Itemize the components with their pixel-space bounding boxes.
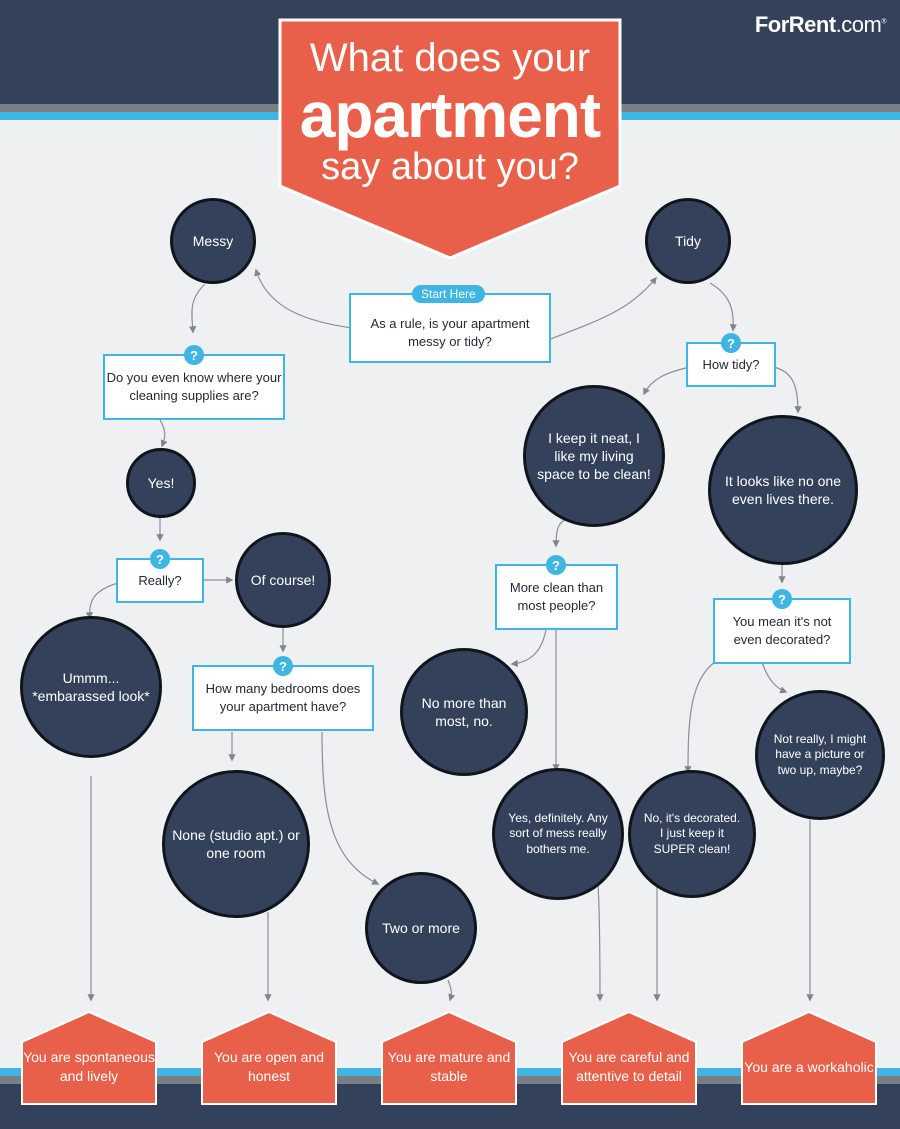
question-mark-icon: ? — [184, 345, 204, 365]
result-spontaneous: You are spontaneous and lively — [23, 1018, 155, 1102]
supplies-question-box: Do you even know where your cleaning sup… — [103, 354, 285, 420]
of-course-label: Of course! — [250, 571, 316, 588]
tidy-node: Tidy — [645, 198, 731, 284]
connector-moreclean-nomore — [510, 629, 547, 668]
result-careful: You are careful and attentive to detail — [563, 1018, 695, 1102]
two-or-more-label: Two or more — [382, 919, 460, 936]
start-question-box: As a rule, is your apartment messy or ti… — [349, 293, 551, 363]
more-clean-question-box: More clean than most people? — [495, 564, 618, 630]
title-line-2: apartment — [299, 79, 601, 151]
yes-definitely-label: Yes, definitely. Any sort of mess really… — [508, 810, 608, 856]
of-course-node: Of course! — [235, 532, 331, 628]
messy-label: Messy — [192, 232, 234, 249]
result-text: You are open and honest — [213, 1049, 325, 1084]
connector-howtidy-keepneat — [643, 366, 691, 396]
connector-two-res3 — [447, 979, 456, 1002]
keep-neat-label: I keep it neat, I like my living space t… — [537, 429, 651, 483]
picture-label: Not really, I might have a picture or tw… — [773, 731, 867, 777]
keep-neat-node: I keep it neat, I like my living space t… — [523, 385, 665, 527]
decorated-label: No, it's decorated. I just keep it SUPER… — [643, 810, 741, 856]
no-one-lives-node: It looks like no one even lives there. — [708, 415, 858, 565]
no-one-lives-label: It looks like no one even lives there. — [725, 472, 841, 507]
connector-notdecorated-decorated — [684, 661, 716, 774]
title-line-1: What does your — [309, 36, 591, 80]
connector-bedrooms-two — [321, 731, 380, 885]
supplies-question-text: Do you even know where your cleaning sup… — [106, 370, 282, 403]
not-decorated-question-text: You mean it's not even decorated? — [732, 614, 832, 647]
connector-yesdef-res4 — [596, 883, 604, 1002]
logo-main: ForRent — [754, 12, 836, 37]
result-text: You are a workaholic — [744, 1058, 874, 1075]
result-mature-stable: You are mature and stable — [383, 1018, 515, 1102]
result-shape-5 — [741, 1010, 877, 1105]
none-studio-node: None (studio apt.) or one room — [162, 770, 310, 918]
two-or-more-node: Two or more — [365, 872, 477, 984]
title-banner-shape — [278, 18, 622, 260]
more-clean-question-text: More clean than most people? — [509, 580, 604, 613]
no-more-label: No more than most, no. — [421, 694, 507, 729]
connector-really-ummm — [85, 582, 119, 620]
result-shape-1 — [21, 1010, 157, 1105]
result-shape-3 — [381, 1010, 517, 1105]
question-mark-icon: ? — [273, 656, 293, 676]
really-question-text: Really? — [138, 572, 182, 588]
messy-node: Messy — [170, 198, 256, 284]
not-decorated-question-box: You mean it's not even decorated? — [713, 598, 851, 664]
connector-howtidy-nooneLives — [773, 366, 802, 414]
none-studio-label: None (studio apt.) or one room — [172, 826, 300, 861]
connector-supplies-yes — [159, 419, 168, 448]
connector-start-tidy — [547, 276, 657, 341]
connector-messy-supplies — [189, 283, 206, 334]
start-question-text: As a rule, is your apartment messy or ti… — [370, 316, 530, 349]
logo-domain: .com — [835, 12, 882, 37]
result-workaholic: You are a workaholic — [743, 1018, 875, 1102]
yes-node: Yes! — [126, 448, 196, 518]
tidy-label: Tidy — [675, 232, 701, 249]
yes-definitely-node: Yes, definitely. Any sort of mess really… — [492, 768, 624, 900]
result-shape-4 — [561, 1010, 697, 1105]
picture-node: Not really, I might have a picture or tw… — [755, 690, 885, 820]
decorated-node: No, it's decorated. I just keep it SUPER… — [628, 770, 756, 898]
result-open-honest: You are open and honest — [203, 1018, 335, 1102]
result-text: You are mature and stable — [387, 1049, 511, 1084]
start-here-tag: Start Here — [412, 285, 485, 303]
connector-tidy-howtidy — [709, 282, 737, 332]
question-mark-icon: ? — [150, 549, 170, 569]
bedrooms-question-text: How many bedrooms does your apartment ha… — [205, 681, 361, 714]
bedrooms-question-box: How many bedrooms does your apartment ha… — [192, 665, 374, 731]
connector-start-messy — [254, 268, 353, 329]
question-mark-icon: ? — [721, 333, 741, 353]
how-tidy-question-text: How tidy? — [702, 356, 760, 372]
result-text: You are spontaneous and lively — [23, 1049, 155, 1084]
forrent-logo[interactable]: ForRent.com® — [754, 12, 887, 38]
ummm-node: Ummm... *embarassed look* — [20, 616, 162, 758]
no-more-node: No more than most, no. — [400, 648, 528, 776]
connector-notdecorated-picture — [761, 661, 788, 694]
ummm-label: Ummm... *embarassed look* — [32, 669, 150, 704]
question-mark-icon: ? — [772, 589, 792, 609]
result-text: You are careful and attentive to detail — [568, 1049, 690, 1084]
question-mark-icon: ? — [546, 555, 566, 575]
title-line-3: say about you? — [321, 146, 579, 188]
registered-mark: ® — [881, 18, 886, 26]
result-shape-2 — [201, 1010, 337, 1105]
yes-label: Yes! — [147, 474, 175, 491]
